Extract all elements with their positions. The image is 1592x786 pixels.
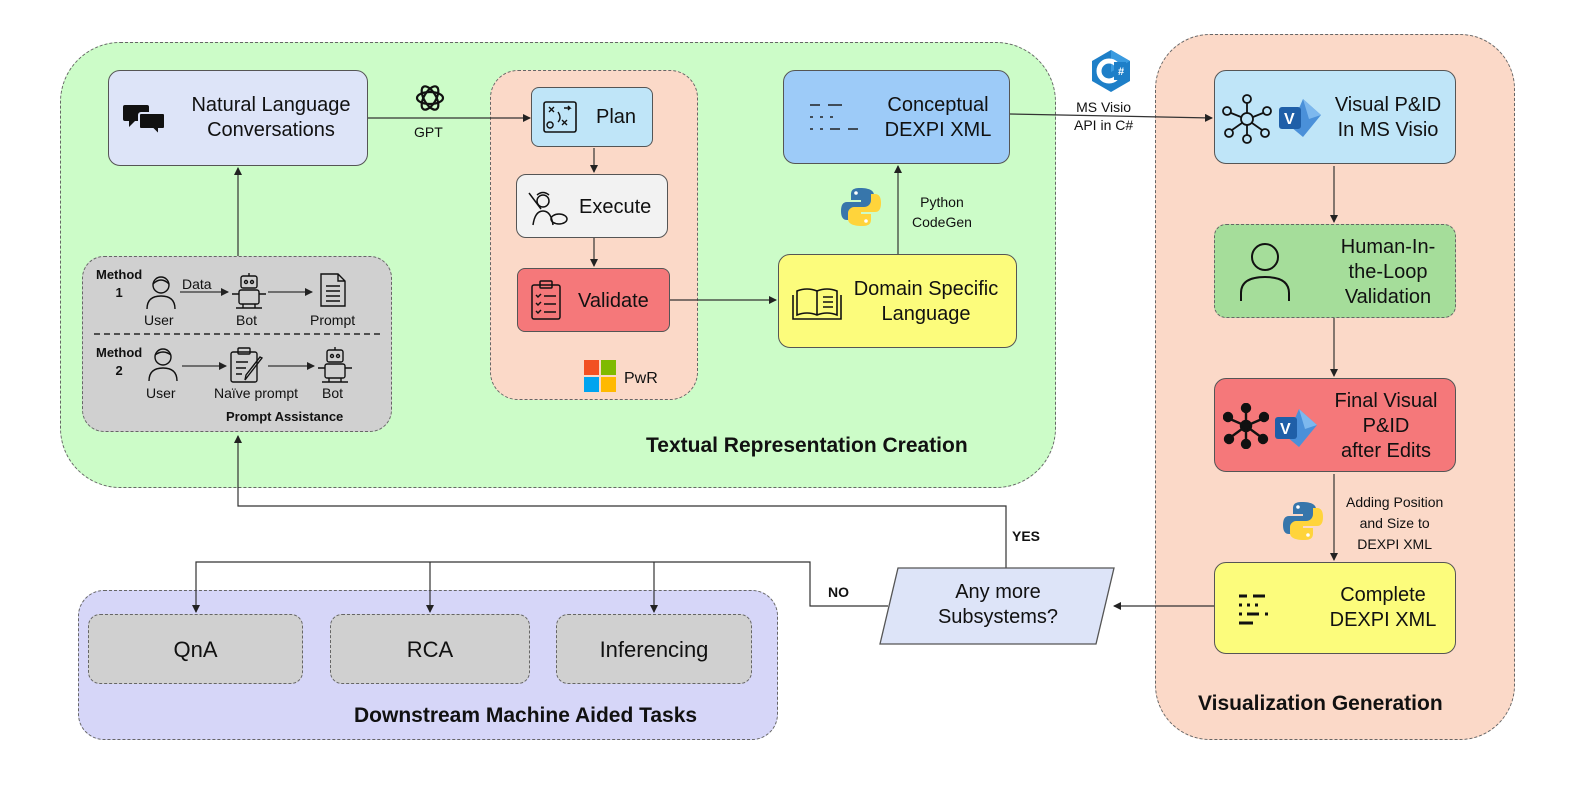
natural-language-conversations-node: Natural Language Conversations: [108, 70, 368, 166]
document-icon: [320, 273, 346, 307]
hitl-line1: Human-In-: [1340, 236, 1436, 258]
m2-user-label: User: [146, 385, 176, 401]
qna-node: QnA: [88, 614, 303, 684]
user-icon: [146, 276, 176, 310]
network-node-icon: [1223, 403, 1269, 449]
method1-label-line2: 1: [115, 285, 123, 300]
dsl-line1: Domain Specific: [853, 278, 999, 300]
final-line3: after Edits: [1340, 440, 1432, 462]
visual-pid-line1: Visual P&ID: [1334, 94, 1442, 116]
artist-icon: [528, 191, 568, 226]
downstream-region-title: Downstream Machine Aided Tasks: [354, 704, 698, 727]
python-logo-icon: [1283, 502, 1323, 540]
rca-node: RCA: [330, 614, 530, 684]
validate-node: Validate: [517, 268, 670, 332]
edge-conceptual-to-visual: [1009, 113, 1213, 122]
edge-yes-loop: [234, 435, 1007, 568]
ms-visio-logo-icon: V: [1275, 409, 1317, 447]
svg-text:V: V: [1284, 111, 1295, 128]
adding-line3: DEXPI XML: [1357, 536, 1432, 552]
complete-dexpi-xml-node: Complete DEXPI XML: [1214, 562, 1456, 654]
clipboard-checklist-icon: [531, 280, 561, 320]
inferencing-node: Inferencing: [556, 614, 752, 684]
m1-bot-label: Bot: [236, 312, 258, 328]
m1-prompt-label: Prompt: [310, 312, 356, 328]
inferencing-label: Inferencing: [599, 636, 709, 662]
visualization-region-title: Visualization Generation: [1198, 692, 1443, 715]
python-codegen-line2: CodeGen: [912, 214, 972, 230]
m1-data-label: Data: [182, 276, 212, 292]
prompt-assistance-region: [82, 256, 392, 432]
textual-region-title: Textual Representation Creation: [646, 434, 968, 457]
open-book-icon: [792, 288, 842, 320]
method2-label-line1: Method: [96, 345, 143, 360]
decision-line2: Subsystems?: [937, 606, 1059, 628]
edge-no-loop: [192, 561, 888, 613]
plan-node: Plan: [531, 87, 653, 147]
method2-label-line2: 2: [115, 363, 123, 378]
rca-label: RCA: [406, 636, 454, 662]
final-line2: P&ID: [1362, 415, 1410, 437]
adding-line2: and Size to: [1359, 515, 1430, 531]
decision-shape: [879, 567, 1115, 645]
dsl-line2: Language: [881, 303, 971, 325]
openai-logo-icon: [415, 85, 445, 111]
conceptual-dexpi-xml-node: Conceptual DEXPI XML: [783, 70, 1010, 164]
microsoft-logo-icon: [584, 360, 616, 392]
no-label: NO: [828, 584, 849, 600]
ms-visio-line2: API in C#: [1074, 117, 1134, 133]
csharp-logo-icon: #: [1092, 50, 1130, 92]
adding-line1: Adding Position: [1346, 494, 1444, 510]
qna-label: QnA: [173, 636, 218, 662]
network-node-icon: [1222, 94, 1272, 144]
m2-naive-label: Naïve prompt: [214, 385, 299, 401]
complete-line2: DEXPI XML: [1329, 609, 1437, 631]
m1-user-label: User: [144, 312, 174, 328]
ms-visio-logo-icon: V: [1279, 99, 1321, 137]
chat-bubbles-icon: [123, 105, 166, 135]
pencil-note-icon: [230, 347, 264, 383]
m2-bot-label: Bot: [322, 385, 344, 401]
yes-label: YES: [1012, 528, 1041, 544]
svg-text:V: V: [1280, 421, 1291, 438]
validate-label: Validate: [578, 290, 649, 312]
python-codegen-line1: Python: [920, 194, 964, 210]
gpt-label: GPT: [414, 124, 443, 140]
hitl-line3: Validation: [1344, 286, 1432, 308]
person-outline-icon: [1240, 243, 1290, 301]
nlc-line1: Natural Language: [191, 94, 351, 116]
plan-label: Plan: [596, 106, 637, 128]
user-icon: [148, 348, 178, 382]
final-visual-pid-node: V Final Visual P&ID after Edits: [1214, 378, 1456, 472]
dexpi-xml-icon: [1239, 594, 1268, 625]
python-logo-icon: [841, 188, 881, 226]
strategy-board-icon: [543, 101, 577, 133]
conceptual-line1: Conceptual: [887, 94, 989, 116]
robot-icon: [232, 273, 266, 309]
visual-pid-node: V Visual P&ID In MS Visio: [1214, 70, 1456, 164]
visual-pid-line2: In MS Visio: [1337, 119, 1439, 141]
pwr-label: PwR: [624, 370, 658, 387]
execute-node: Execute: [516, 174, 668, 238]
dexpi-xml-icon: [810, 104, 858, 130]
decision-line1: Any more: [955, 581, 1041, 603]
nlc-line2: Conversations: [207, 119, 335, 141]
human-in-the-loop-node: Human-In- the-Loop Validation: [1214, 224, 1456, 318]
domain-specific-language-node: Domain Specific Language: [778, 254, 1017, 348]
ms-visio-line1: MS Visio: [1076, 99, 1132, 115]
method1-label-line1: Method: [96, 267, 143, 282]
final-line1: Final Visual: [1334, 390, 1438, 412]
svg-text:#: #: [1118, 66, 1124, 78]
execute-label: Execute: [579, 196, 652, 218]
complete-line1: Complete: [1340, 584, 1426, 606]
prompt-assistance-title: Prompt Assistance: [226, 409, 344, 424]
robot-icon: [318, 347, 352, 383]
conceptual-line2: DEXPI XML: [884, 119, 992, 141]
hitl-line2: the-Loop: [1348, 261, 1428, 283]
